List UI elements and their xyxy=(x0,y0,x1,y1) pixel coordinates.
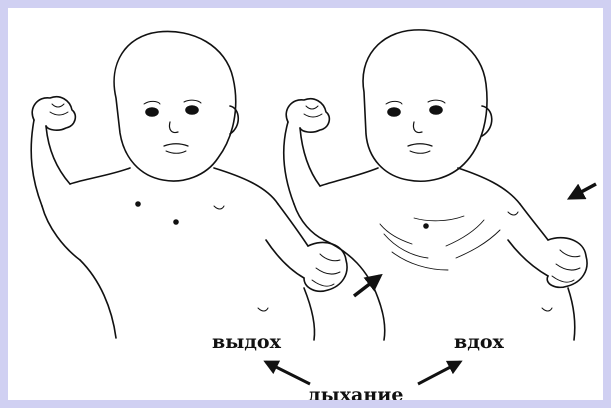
infant-exhale-figure xyxy=(31,31,347,340)
arrow-to-inhale xyxy=(418,362,460,384)
breathing-label: дыхание xyxy=(308,386,403,405)
arrow-to-exhale xyxy=(266,362,310,384)
breathing-illustration xyxy=(8,8,603,400)
infant-inhale-figure xyxy=(284,30,587,340)
inhale-label: вдох xyxy=(454,333,504,352)
exhale-label: выдох xyxy=(212,333,281,352)
retraction-arrow-right xyxy=(570,184,596,198)
